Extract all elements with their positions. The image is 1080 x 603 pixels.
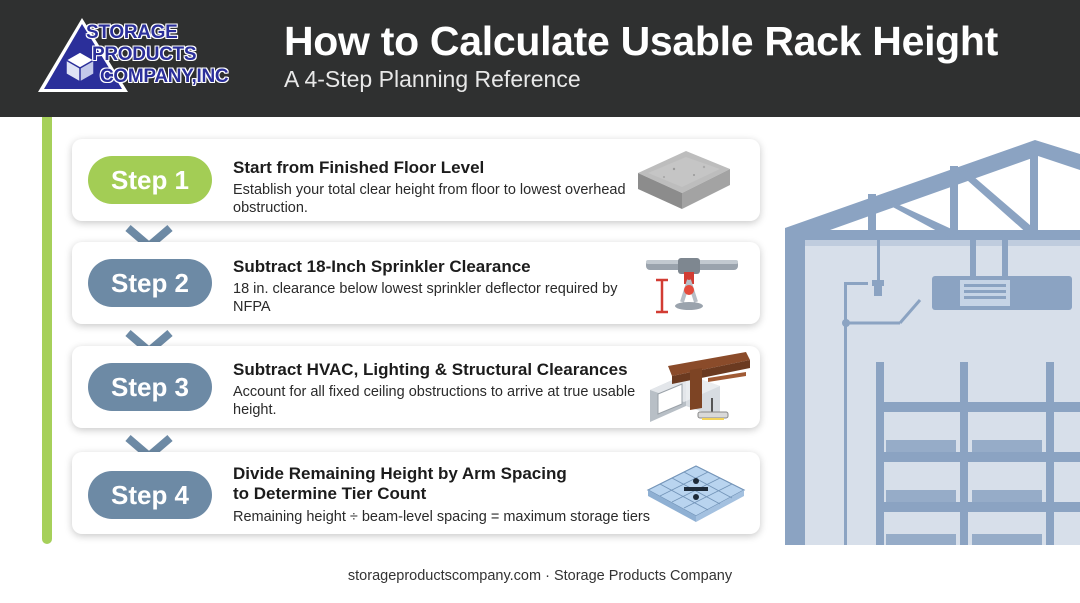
step-title-4-line-1: Divide Remaining Height by Arm Spacing <box>233 464 567 483</box>
step-card-4: Step 4 Divide Remaining Height by Arm Sp… <box>72 452 760 534</box>
warehouse-illustration <box>785 140 1080 545</box>
step-title-2: Subtract 18-Inch Sprinkler Clearance <box>233 257 531 276</box>
duct-beam-icon <box>650 352 750 422</box>
logo-line-3: COMPANY,INC <box>100 66 229 87</box>
step-card-3: Step 3 Subtract HVAC, Lighting & Structu… <box>72 346 760 428</box>
step-badge-4: Step 4 <box>88 471 212 519</box>
logo-wordmark: STORAGE PRODUCTS COMPANY,INC <box>86 22 229 88</box>
step-title-1: Start from Finished Floor Level <box>233 158 485 177</box>
company-logo[interactable]: STORAGE PRODUCTS COMPANY,INC <box>36 14 266 98</box>
step-description-3: Account for all fixed ceiling obstructio… <box>233 384 636 418</box>
logo-line-2: PRODUCTS <box>92 44 197 65</box>
logo-line-1: STORAGE <box>86 22 178 43</box>
step-description-4: Remaining height ÷ beam-level spacing = … <box>233 509 650 525</box>
step-card-1: Step 1 Start from Finished Floor Level E… <box>72 139 760 221</box>
accent-bar <box>42 117 52 544</box>
step-title-3: Subtract HVAC, Lighting & Structural Cle… <box>233 360 628 379</box>
step-title-4-line-2: to Determine Tier Count <box>233 484 427 503</box>
logo-triangle-icon <box>38 18 128 92</box>
step-description-2: 18 in. clearance below lowest sprinkler … <box>233 281 618 315</box>
step-badge-1: Step 1 <box>88 156 212 204</box>
concrete-slab-icon <box>638 151 730 209</box>
step-description-1: Establish your total clear height from f… <box>233 182 626 216</box>
page-subtitle: A 4-Step Planning Reference <box>284 66 581 92</box>
footer-credit[interactable]: storageproductscompany.com · Storage Pro… <box>347 568 733 584</box>
page-title: How to Calculate Usable Rack Height <box>284 18 999 64</box>
divide-grid-icon <box>646 465 746 522</box>
header-banner: STORAGE PRODUCTS COMPANY,INC How to Calc… <box>0 0 1080 117</box>
sprinkler-icon <box>646 258 738 314</box>
step-card-2: Step 2 Subtract 18-Inch Sprinkler Cleara… <box>72 242 760 324</box>
step-badge-2: Step 2 <box>88 259 212 307</box>
step-badge-3: Step 3 <box>88 363 212 411</box>
